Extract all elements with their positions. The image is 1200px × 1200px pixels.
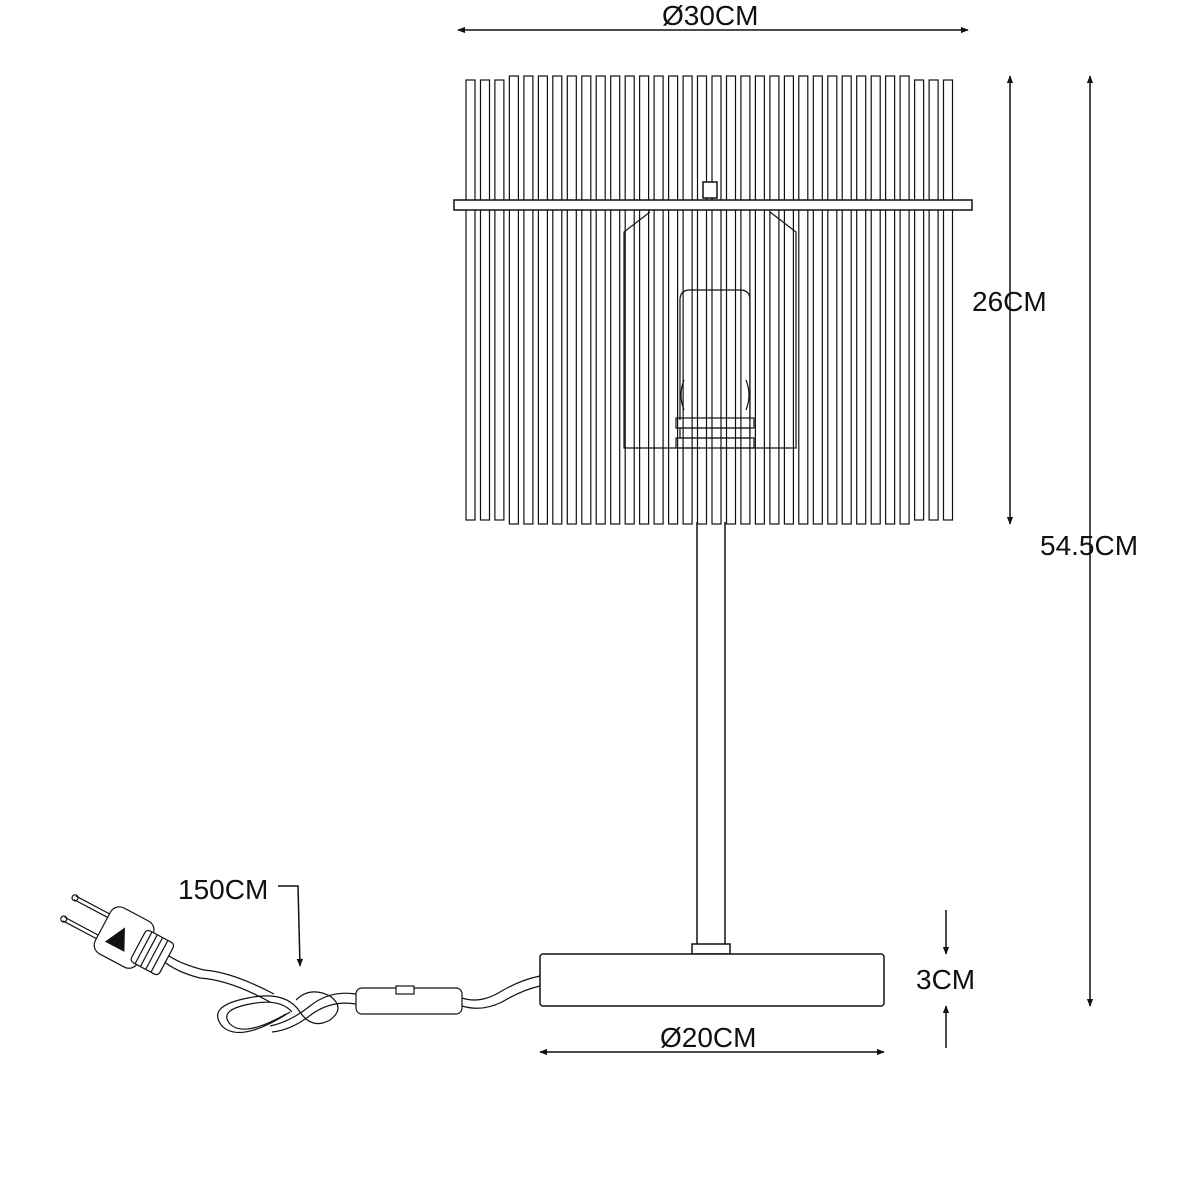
base-diameter-label: Ø20CM xyxy=(660,1022,757,1053)
shade-slat xyxy=(682,75,693,525)
shade-slat xyxy=(841,75,852,525)
shade-slat xyxy=(754,75,766,525)
shade-slat xyxy=(581,75,592,525)
shade-slat xyxy=(624,75,635,525)
shade-slat xyxy=(696,75,708,525)
cord-length-leader xyxy=(278,885,304,967)
shade-slat xyxy=(638,75,650,525)
shade-slat xyxy=(711,75,722,525)
shade-slat xyxy=(870,75,881,525)
shade-slat xyxy=(610,75,621,525)
shade-ring xyxy=(453,181,973,211)
shade-slat xyxy=(465,79,476,521)
shade-slat xyxy=(552,75,563,525)
shade-slat xyxy=(740,75,751,525)
shade-slat xyxy=(942,79,954,521)
shade-height-label: 26CM xyxy=(972,286,1047,317)
shade-slat xyxy=(783,75,795,525)
shade-slat xyxy=(913,79,925,521)
power-cord xyxy=(60,894,541,1034)
shade-slat xyxy=(566,75,577,525)
shade-slat xyxy=(769,75,780,525)
base-height-label: 3CM xyxy=(916,964,976,995)
shade-slat xyxy=(595,75,606,525)
shade-slat xyxy=(725,75,737,525)
cord-length-label: 150CM xyxy=(178,874,269,905)
shade-slat xyxy=(884,75,896,525)
shade-slat xyxy=(508,75,519,525)
shade-slat xyxy=(928,79,939,521)
lamp-stem xyxy=(691,522,731,955)
shade-slat xyxy=(798,75,809,525)
lamp-shade-slats xyxy=(465,75,954,525)
shade-slat xyxy=(856,75,867,525)
shade-slat xyxy=(653,75,664,525)
shade-slat xyxy=(479,79,491,521)
shade-slat xyxy=(827,75,838,525)
shade-slat xyxy=(812,75,823,525)
shade-slat xyxy=(494,79,505,521)
lamp-base xyxy=(539,953,885,1007)
shade-diameter-label: Ø30CM xyxy=(662,0,759,31)
plug xyxy=(60,894,175,976)
shade-slat xyxy=(899,75,910,525)
shade-slat xyxy=(523,75,534,525)
total-height-label: 54.5CM xyxy=(1040,530,1139,561)
shade-slat xyxy=(537,75,549,525)
shade-slat xyxy=(667,75,679,525)
bulb-and-socket xyxy=(623,211,797,449)
